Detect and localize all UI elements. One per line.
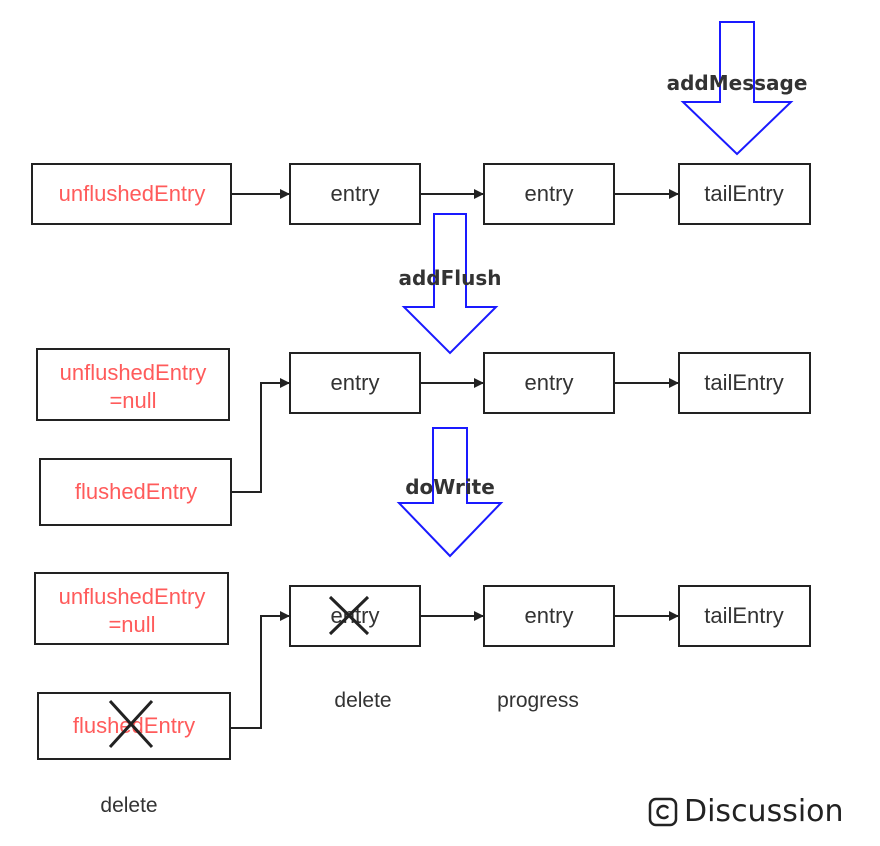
stage1: unflushedEntry entry entry tailEntry add… (31, 21, 811, 225)
flushed-entry-delete-x-icon (108, 699, 154, 749)
stage3-unflushed-null-box: unflushedEntry =null (34, 572, 229, 645)
stage2-flushed-entry-label: flushedEntry (75, 479, 197, 504)
stage3-entry-2-label: entry (525, 603, 574, 628)
stage2-entry-1-box: entry (289, 352, 421, 414)
stage2-tail-entry-box: tailEntry (678, 352, 811, 414)
stage1-unflushed-entry-label: unflushedEntry (59, 181, 206, 206)
stage2-tail-entry-label: tailEntry (704, 370, 783, 395)
add-flush-label: addFlush (398, 266, 501, 290)
discussion-watermark: Discussion (648, 794, 844, 829)
stage3: doWrite unflushedEntry =null flushedEntr… (34, 427, 811, 817)
add-flush-down-arrow (401, 213, 499, 355)
stage3-arrow-flushed-to-entry (230, 611, 290, 729)
stage1-unflushed-entry-box: unflushedEntry (31, 163, 232, 225)
stage3-unflushed-label-line1: unflushedEntry (59, 584, 206, 609)
stage3-entry-2-box: entry (483, 585, 615, 647)
do-write-label: doWrite (405, 475, 495, 499)
stage1-entry-2-label: entry (525, 181, 574, 206)
flushed-delete-note: delete (100, 794, 157, 817)
stage3-tail-entry-label: tailEntry (704, 603, 783, 628)
stage2-arrow-flushed-to-entry (231, 378, 290, 493)
stage1-entry-1-box: entry (289, 163, 421, 225)
stage3-entry-1-box: entry (289, 585, 421, 647)
copyright-c-icon (648, 797, 678, 826)
stage1-tail-entry-box: tailEntry (678, 163, 811, 225)
stage2-unflushed-null-box: unflushedEntry =null (36, 348, 230, 421)
entry-delete-x-icon (328, 595, 370, 636)
add-message-label: addMessage (667, 71, 808, 95)
stage2-flushed-entry-box: flushedEntry (39, 458, 232, 526)
entry-delete-note: delete (334, 689, 391, 712)
stage1-tail-entry-label: tailEntry (704, 181, 783, 206)
add-message-down-arrow (680, 21, 794, 156)
stage2-entry-2-label: entry (525, 370, 574, 395)
stage1-entry-1-label: entry (331, 181, 380, 206)
stage2-unflushed-label-line1: unflushedEntry (60, 360, 207, 385)
stage2-entry-1-label: entry (331, 370, 380, 395)
entry-progress-note: progress (497, 689, 579, 712)
stage2-entry-2-box: entry (483, 352, 615, 414)
stage3-flushed-entry-box: flushedEntry (37, 692, 231, 760)
stage3-tail-entry-box: tailEntry (678, 585, 811, 647)
watermark-text: Discussion (684, 794, 844, 829)
stage2: addFlush unflushedEntry =null flushedEnt… (36, 213, 811, 526)
stage1-entry-2-box: entry (483, 163, 615, 225)
stage3-unflushed-label-line2: =null (108, 612, 155, 637)
do-write-down-arrow (396, 427, 504, 558)
stage2-unflushed-label-line2: =null (109, 388, 156, 413)
